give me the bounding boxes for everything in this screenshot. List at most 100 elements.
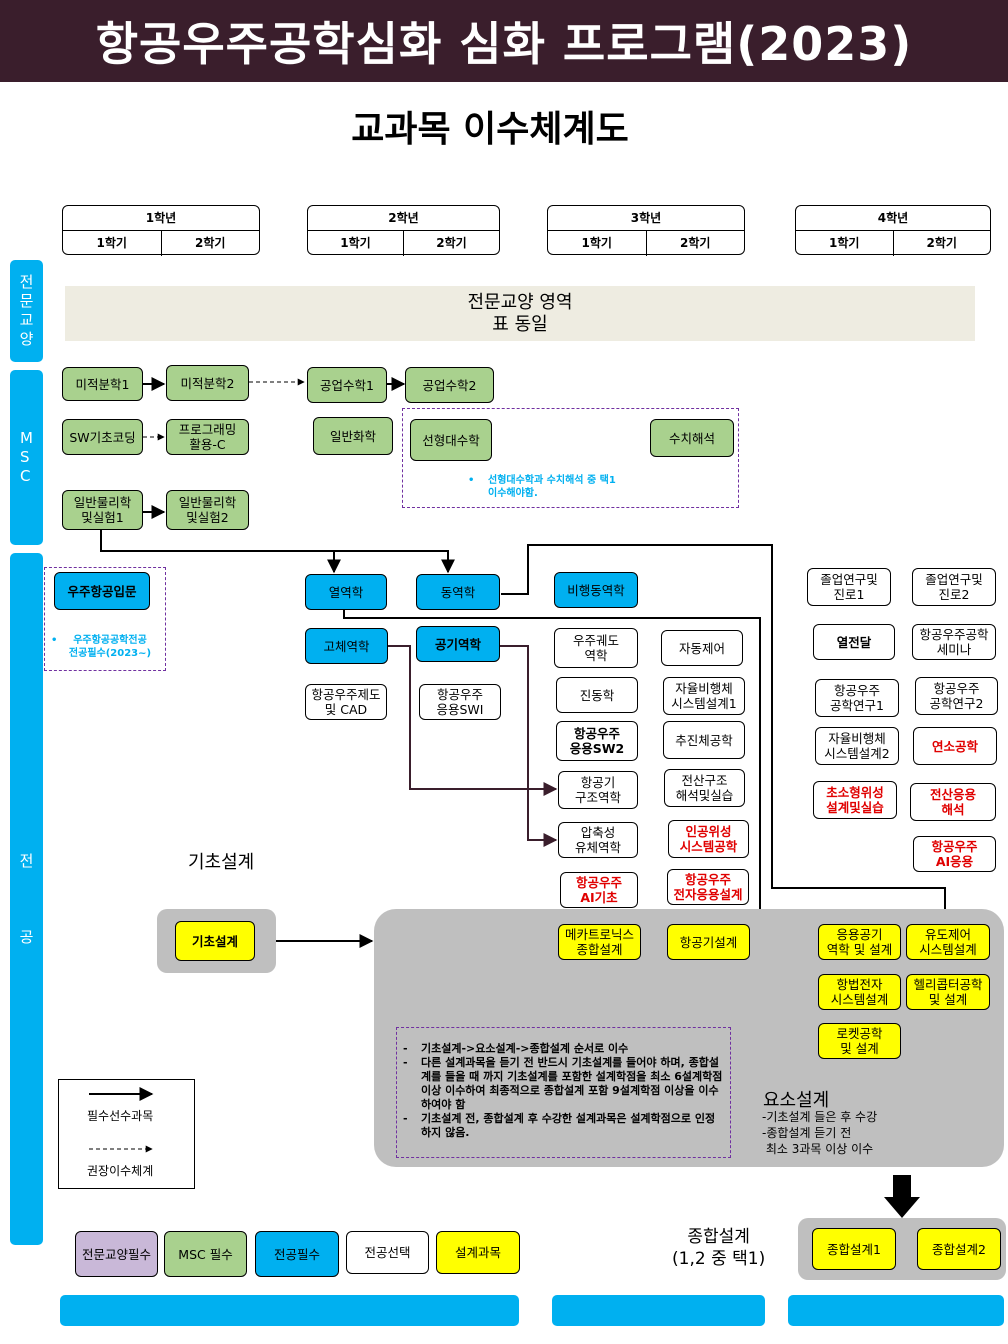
course-engmath2[interactable]: 공업수학2 [405, 367, 494, 403]
arrow-aero-compressible [500, 645, 558, 847]
year-label: 1학년 [63, 206, 259, 231]
general-area-line1: 전문교양 영역 [467, 291, 573, 313]
course-rocket[interactable]: 로켓공학 및 설계 [818, 1023, 901, 1059]
arrow-legend: 필수선수과목 권장이수체계 [58, 1079, 195, 1189]
intro-note: 우주항공공학전공 전공필수(2023~) [68, 635, 152, 659]
course-autonomous1[interactable]: 자율비행체 시스템설계1 [663, 677, 745, 715]
year-label: 2학년 [308, 206, 499, 231]
course-research1[interactable]: 항공우주 공학연구1 [815, 679, 899, 717]
semester-label: 1학기 [96, 236, 127, 250]
course-numerical[interactable]: 수치해석 [650, 419, 734, 457]
course-dynamics[interactable]: 동역학 [416, 574, 500, 610]
course-combustion[interactable]: 연소공학 [913, 727, 997, 765]
arrow-phys-dynamics [100, 530, 455, 574]
bottom-bar-middle [552, 1295, 765, 1326]
legend-design: 설계과목 [436, 1231, 520, 1274]
course-engmath1[interactable]: 공업수학1 [307, 367, 387, 403]
course-guidance[interactable]: 유도제어 시스템설계 [906, 924, 990, 960]
course-avionics[interactable]: 항법전자 시스템설계 [818, 974, 901, 1010]
course-cfd[interactable]: 전산응용 해석 [910, 783, 996, 821]
course-applied-aero[interactable]: 응용공기 역학 및 설계 [818, 924, 901, 960]
intro-group-box [44, 567, 166, 671]
course-sw2[interactable]: 항공우주 응용SW2 [556, 721, 638, 761]
course-aircraft-design[interactable]: 항공기설계 [667, 924, 750, 960]
note-bullet: • [51, 635, 58, 646]
course-ai-app[interactable]: 항공우주 AI응용 [913, 836, 996, 872]
course-control-cad[interactable]: 항공우주제도 및 CAD [305, 684, 387, 720]
course-heat-transfer[interactable]: 열전달 [813, 624, 895, 660]
design-note-bullet: - [403, 1112, 408, 1125]
design-notes: -기초설계->요소설계->종합설계 순서로 이수 -다른 설계과목을 듣기 전 … [396, 1027, 731, 1158]
arrow-solid-struct [388, 645, 558, 796]
year-label: 4학년 [796, 206, 990, 231]
course-vibration[interactable]: 진동학 [556, 677, 638, 713]
bottom-bar-right [788, 1295, 1004, 1326]
semester-label: 2학기 [892, 231, 991, 256]
legend-required-label: 필수선수과목 [87, 1109, 154, 1123]
course-thesis1[interactable]: 졸업연구및 진로1 [807, 568, 891, 606]
course-programming[interactable]: 프로그래밍 활용-C [166, 419, 249, 455]
course-seminar[interactable]: 항공우주공학 세미나 [912, 624, 996, 660]
course-phys2[interactable]: 일반물리학 및실험2 [166, 490, 249, 530]
general-area-line2: 표 동일 [492, 313, 548, 335]
semester-label: 1학기 [581, 236, 612, 250]
course-thermo[interactable]: 열역학 [305, 574, 387, 610]
elective-group-box [402, 408, 739, 508]
capstone-title: 종합설계 (1,2 중 택1) [672, 1227, 766, 1269]
course-basic-design[interactable]: 기초설계 [175, 921, 255, 961]
sidebar-general: 전 문 교 양 [10, 260, 43, 362]
course-intro[interactable]: 우주항공입문 [54, 572, 150, 610]
course-linalg[interactable]: 선형대수학 [410, 419, 492, 461]
course-mechatronics[interactable]: 메카트로닉스 종합설계 [558, 924, 641, 960]
page-title: 항공우주공학심화 심화 프로그램(2023) [0, 0, 1008, 82]
capstone-arrow-head [884, 1197, 920, 1218]
capstone-arrow-shaft [893, 1175, 911, 1197]
course-ai-basic[interactable]: 항공우주 AI기초 [560, 872, 638, 908]
design-note-3: 기초설계 전, 종합설계 후 수강한 설계과목은 설계학점으로 인정하지 않음. [421, 1112, 716, 1139]
legend-major-elective: 전공선택 [346, 1231, 429, 1274]
course-research2[interactable]: 항공우주 공학연구2 [915, 677, 998, 715]
element-design-notes: -기초설계 들은 후 수강 -종합설계 듣기 전 최소 3과목 이상 이수 [762, 1110, 878, 1156]
semester-label: 1학기 [340, 236, 371, 250]
legend-msc-required: MSC 필수 [164, 1231, 247, 1277]
course-capstone1[interactable]: 종합설계1 [812, 1228, 896, 1270]
course-thesis2[interactable]: 졸업연구및 진로2 [912, 568, 996, 606]
element-design-title: 요소설계 [763, 1090, 830, 1111]
note-bullet: • [468, 475, 475, 486]
page-subtitle: 교과목 이수체계도 [351, 109, 629, 150]
course-electronics[interactable]: 항공우주 전자응용설계 [667, 869, 749, 905]
semester-label: 2학기 [403, 231, 499, 256]
arrow-dynamics-guidance [501, 544, 952, 924]
course-flight-dynamics[interactable]: 비행동역학 [554, 572, 638, 608]
design-note-1: 기초설계->요소설계->종합설계 순서로 이수 [421, 1042, 629, 1055]
year-2-header: 2학년 1학기 2학기 [307, 205, 500, 256]
sidebar-msc: M S C [10, 370, 43, 545]
elective-note: 선형대수학과 수치해석 중 택1 이수해야함. [488, 475, 616, 499]
course-calc1[interactable]: 미적분학1 [62, 367, 143, 401]
course-orbit[interactable]: 우주궤도 역학 [554, 628, 638, 668]
design-note-bullet: - [403, 1056, 408, 1069]
course-smallsat[interactable]: 초소형위성 설계및실습 [813, 781, 897, 819]
course-phys1[interactable]: 일반물리학 및실험1 [62, 490, 143, 530]
design-note-2: 다른 설계과목을 듣기 전 반드시 기초설계를 들어야 하며, 종합설계를 들을… [421, 1056, 723, 1111]
course-propulsion[interactable]: 추진체공학 [663, 721, 745, 759]
course-calc2[interactable]: 미적분학2 [166, 365, 249, 401]
course-helicopter[interactable]: 헬리콥터공학 및 설계 [906, 974, 990, 1010]
general-education-area: 전문교양 영역 표 동일 [65, 286, 975, 341]
course-comp-structure[interactable]: 전산구조 해석및실습 [664, 769, 745, 807]
course-aero[interactable]: 공기역학 [416, 626, 500, 662]
course-chem[interactable]: 일반화학 [313, 417, 393, 455]
bottom-bar-left [60, 1295, 519, 1326]
legend-general-required: 전문교양필수 [75, 1231, 158, 1277]
course-satellite[interactable]: 인공위성 시스템공학 [668, 820, 749, 858]
course-solid[interactable]: 고체역학 [305, 628, 388, 664]
course-swcoding[interactable]: SW기초코딩 [62, 419, 143, 455]
course-auto-control[interactable]: 자동제어 [661, 630, 743, 666]
course-autonomous2[interactable]: 자율비행체 시스템설계2 [815, 727, 899, 765]
course-capstone2[interactable]: 종합설계2 [917, 1228, 1001, 1270]
course-aircraft-structure[interactable]: 항공기 구조역학 [558, 771, 638, 809]
course-sw1[interactable]: 항공우주 응용SWI [419, 684, 501, 720]
course-compressible[interactable]: 압축성 유체역학 [558, 822, 638, 858]
